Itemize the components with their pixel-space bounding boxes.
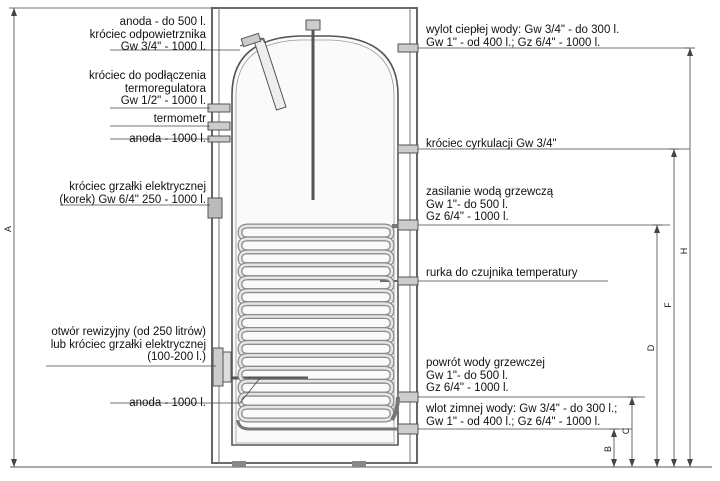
dimension-label-H: H bbox=[679, 247, 689, 255]
label-hot-outlet: wylot ciepłej wody: Gw 3/4" - do 300 l. … bbox=[426, 24, 620, 49]
tank-foot bbox=[352, 461, 366, 467]
dimension-label-C: C bbox=[621, 427, 631, 435]
coil-turn-highlight bbox=[238, 405, 394, 422]
cold-inlet-pipe bbox=[236, 419, 398, 431]
label-thermoregulator: króciec do podłączenia termoregulatora G… bbox=[89, 70, 206, 107]
heating-coil bbox=[237, 223, 400, 423]
label-heating-return: powrót wody grzewczej Gw 1"- do 500 l. G… bbox=[426, 357, 545, 394]
anode-1000-nozzle bbox=[207, 135, 231, 143]
circulation-nozzle bbox=[397, 144, 419, 154]
heater-cork-nozzle bbox=[207, 197, 223, 219]
dimension-label-F: F bbox=[663, 302, 673, 308]
inspection-flange bbox=[212, 347, 224, 387]
dimension-label-B: B bbox=[603, 446, 613, 453]
cold-inlet-nozzle bbox=[397, 423, 419, 435]
thermometer-head bbox=[240, 32, 262, 48]
hot-outlet-nozzle bbox=[397, 43, 419, 53]
dimension-lines bbox=[9, 7, 695, 467]
tank-vessel-inner bbox=[235, 39, 395, 444]
label-circulation: króciec cyrkulacji Gw 3/4" bbox=[426, 138, 557, 150]
heating-return-nozzle bbox=[397, 391, 419, 403]
label-cold-inlet: wlot zimnej wody: Gw 3/4" - do 300 l.; G… bbox=[426, 403, 618, 428]
label-thermometer: termometr bbox=[153, 113, 206, 125]
leader-lines-right bbox=[418, 47, 690, 430]
label-heater-cork: króciec grzałki elektrycznej (korek) Gw … bbox=[59, 181, 206, 206]
label-anode-top: anoda - do 500 l. króciec odpowietrznika… bbox=[89, 16, 206, 53]
thermometer-nozzle bbox=[207, 121, 231, 131]
tank-foot bbox=[232, 461, 246, 467]
label-heating-supply: zasilanie wodą grzewczą Gw 1"- do 500 l.… bbox=[426, 186, 554, 223]
dimension-label-A: A bbox=[3, 226, 13, 233]
sensor-tube-nozzle bbox=[397, 276, 419, 286]
dimension-arrows bbox=[11, 8, 693, 467]
venting-nozzle bbox=[305, 19, 321, 31]
coil-return-pipe bbox=[390, 396, 400, 422]
label-anode-bottom: anoda - 1000 l. bbox=[129, 397, 206, 409]
tank-inner-wall bbox=[218, 7, 411, 464]
label-sensor-tube: rurka do czujnika temperatury bbox=[426, 267, 578, 279]
leader-lines-left bbox=[46, 49, 261, 404]
heating-supply-nozzle bbox=[397, 219, 419, 231]
label-anode-1000: anoda - 1000 l. bbox=[129, 133, 206, 145]
thermoregulator-nozzle bbox=[207, 103, 231, 113]
inspection-flange-inner bbox=[222, 351, 232, 383]
dimension-label-D: D bbox=[646, 344, 656, 352]
label-inspection: otwór rewizyjny (od 250 litrów) lub króc… bbox=[50, 326, 206, 363]
